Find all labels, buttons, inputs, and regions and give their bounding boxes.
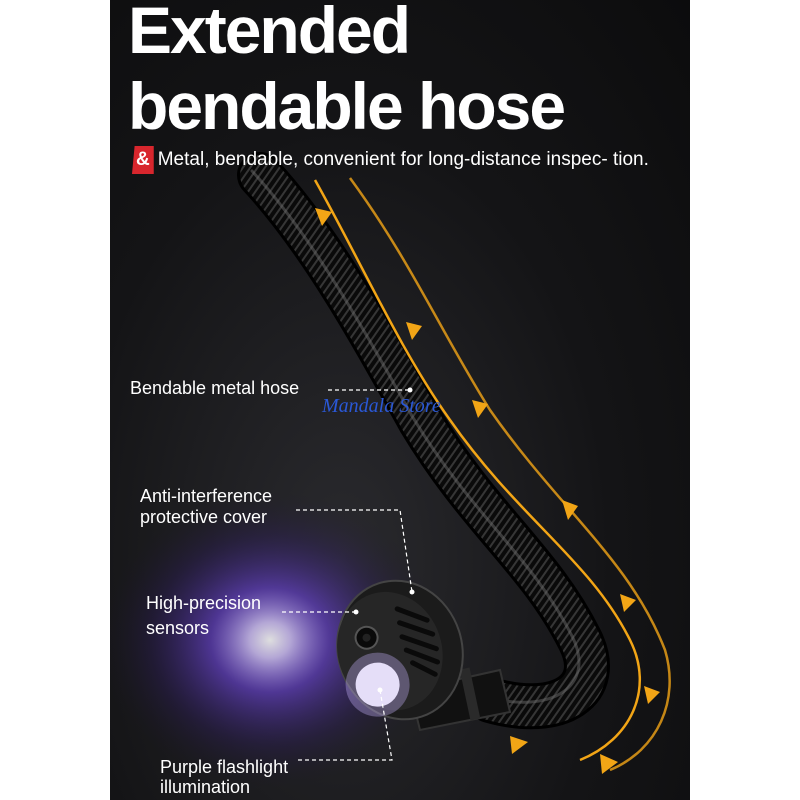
subtitle-text: Metal, bendable, convenient for long-dis… <box>157 149 649 170</box>
callout-sensors-line-1: High-precision <box>146 593 262 613</box>
callout-cover-line-1: Anti-interference <box>140 486 273 506</box>
arrow-heads <box>315 208 660 774</box>
callout-leaders <box>282 389 413 761</box>
store-watermark: Mandala Store <box>322 395 441 417</box>
heading-line-2: bendable hose <box>128 69 566 143</box>
subtitle: &Metal, bendable, convenient for long-di… <box>132 146 672 174</box>
heading-line-1: Extended <box>128 0 411 67</box>
callout-cover-line-2: protective cover <box>140 507 268 527</box>
product-image-panel: Extended bendable hose &Metal, bendable,… <box>110 0 690 800</box>
callout-flashlight-line-2: illumination <box>160 777 251 797</box>
callout-flashlight-line-1: Purple flashlight <box>160 757 289 777</box>
callout-hose: Bendable metal hose <box>130 378 300 398</box>
callout-sensors-line-2: sensors <box>146 618 210 638</box>
ampersand-badge: & <box>132 146 154 174</box>
uv-glow <box>110 490 440 790</box>
probe-head <box>336 579 464 721</box>
hose-illustration <box>110 152 671 790</box>
